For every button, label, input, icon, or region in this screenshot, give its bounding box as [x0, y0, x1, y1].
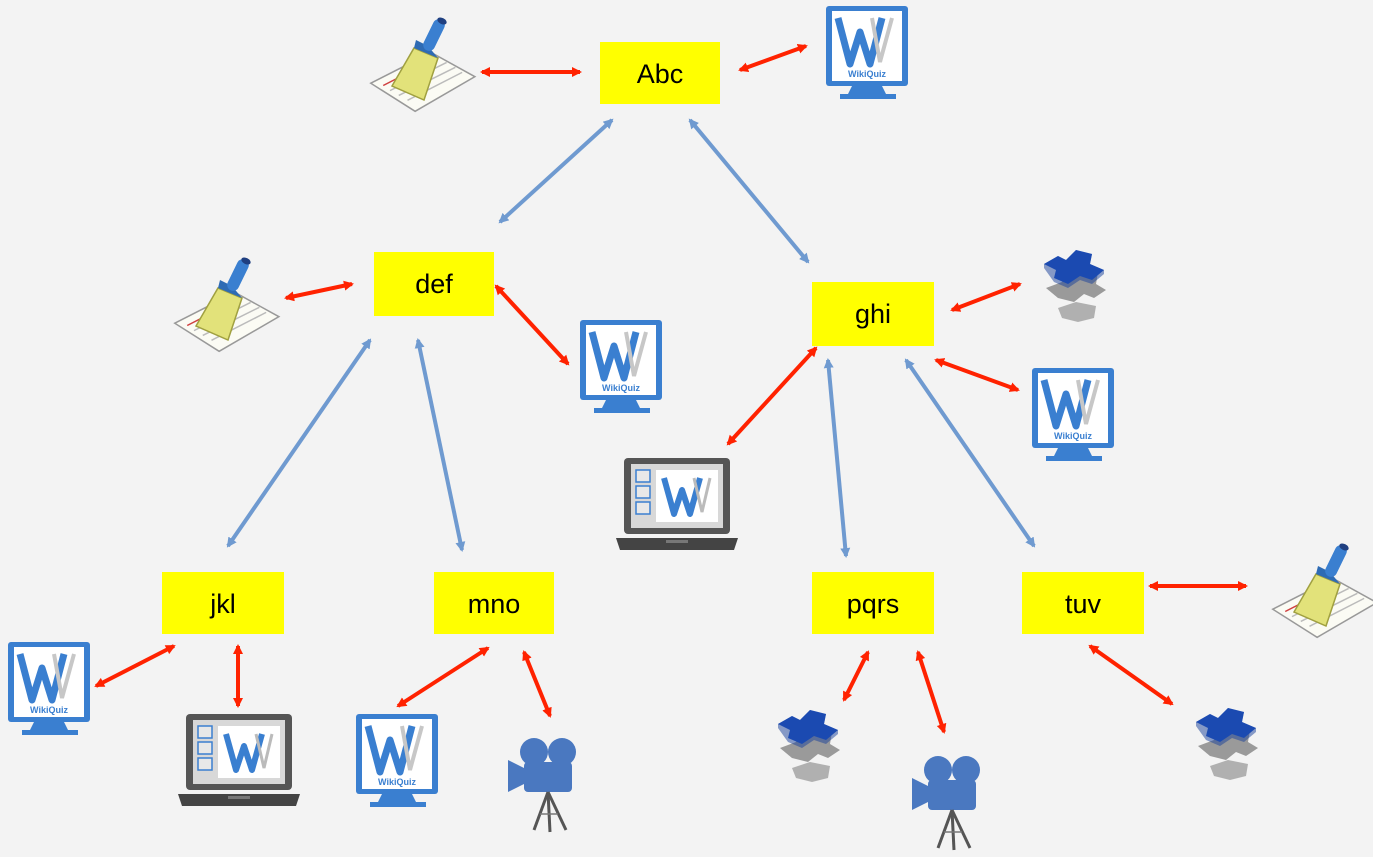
connector-ghi-puzzle: [950, 282, 1022, 312]
node-mno-label: mno: [468, 589, 521, 619]
connector-mno-camera: [522, 650, 552, 718]
node-ghi[interactable]: ghi: [812, 282, 934, 346]
puzzle-icon[interactable]: [1044, 250, 1106, 322]
node-tuv-label: tuv: [1065, 589, 1102, 619]
resource-connectors: [94, 44, 1248, 734]
broom-page-icon[interactable]: [366, 15, 480, 118]
puzzle-icon[interactable]: [1196, 708, 1258, 780]
video-camera-icon[interactable]: [910, 754, 982, 852]
node-mno[interactable]: mno: [434, 572, 554, 634]
node-ghi-label: ghi: [855, 299, 891, 329]
wikiquiz-monitor-icon[interactable]: [8, 642, 90, 735]
connector-abc-monitor: [738, 44, 808, 72]
broom-page-icon[interactable]: [1268, 541, 1373, 644]
node-def[interactable]: def: [374, 252, 494, 316]
wikiquiz-monitor-icon[interactable]: [580, 320, 662, 413]
wikiquiz-monitor-icon[interactable]: [1032, 368, 1114, 461]
connector-tuv-puzzle: [1088, 644, 1174, 706]
connector-def-broom: [284, 280, 354, 302]
connector-abc-def: [498, 118, 614, 224]
connector-ghi-monitor: [934, 358, 1020, 392]
node-pqrs[interactable]: pqrs: [812, 572, 934, 634]
hierarchy-connectors: [226, 118, 1036, 558]
node-pqrs-label: pqrs: [847, 589, 900, 619]
connector-pqrs-puzzle: [842, 650, 870, 702]
node-def-label: def: [415, 269, 453, 299]
connector-def-jkl: [226, 338, 372, 548]
connector-mno-monitor: [396, 646, 490, 708]
connector-ghi-laptop: [726, 346, 818, 446]
wikiquiz-laptop-icon[interactable]: [616, 458, 738, 550]
node-tuv[interactable]: tuv: [1022, 572, 1144, 634]
node-abc-label: Abc: [637, 59, 684, 89]
resources: [8, 6, 1373, 852]
puzzle-icon[interactable]: [778, 710, 840, 782]
node-jkl-label: jkl: [209, 589, 236, 619]
video-camera-icon[interactable]: [506, 736, 578, 834]
connector-ghi-tuv: [904, 358, 1036, 548]
connector-def-mno: [414, 338, 466, 552]
connector-jkl-monitor: [94, 644, 176, 688]
wikiquiz-monitor-icon[interactable]: [356, 714, 438, 807]
connector-ghi-pqrs: [823, 358, 851, 558]
node-jkl[interactable]: jkl: [162, 572, 284, 634]
connector-abc-ghi: [688, 118, 810, 264]
node-abc[interactable]: Abc: [600, 42, 720, 104]
broom-page-icon[interactable]: [170, 255, 284, 358]
wikiquiz-monitor-icon[interactable]: [826, 6, 908, 99]
connector-pqrs-camera: [915, 650, 947, 734]
wikiquiz-laptop-icon[interactable]: [178, 714, 300, 806]
connector-def-monitor: [494, 284, 570, 366]
